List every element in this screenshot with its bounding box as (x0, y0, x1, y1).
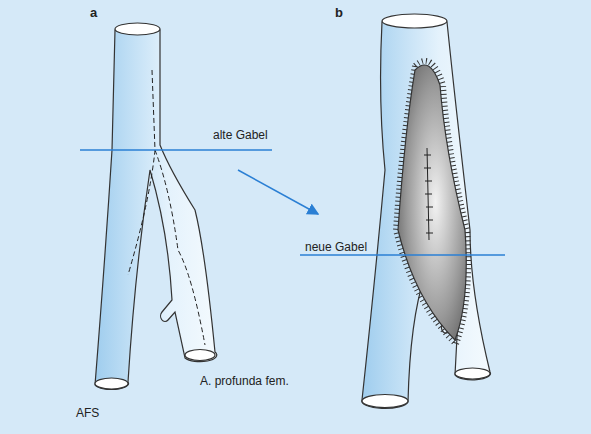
incision-line (155, 150, 205, 345)
level-line (80, 149, 272, 151)
vessel-a (95, 30, 217, 390)
vessel-opening (455, 368, 490, 379)
incision-line (128, 70, 155, 275)
level-line (300, 254, 505, 256)
vein-patch (398, 65, 466, 340)
level-label: alte Gabel (213, 128, 268, 142)
vessel-b (362, 22, 491, 408)
vessel-opening (362, 395, 408, 408)
shift-arrow (238, 170, 318, 214)
level-label: neue Gabel (305, 240, 367, 254)
panel-letter: b (335, 6, 343, 20)
panel-letter: a (90, 6, 97, 20)
suture-ticks (424, 155, 433, 233)
vessel-label: AFS (76, 406, 99, 420)
vessel-opening (115, 23, 160, 35)
vessel-opening (185, 350, 215, 361)
vessel-label: A. profunda fem. (200, 374, 289, 388)
patch-stitches (396, 61, 468, 344)
vessel-opening (382, 14, 447, 28)
vessel-opening (95, 378, 128, 389)
